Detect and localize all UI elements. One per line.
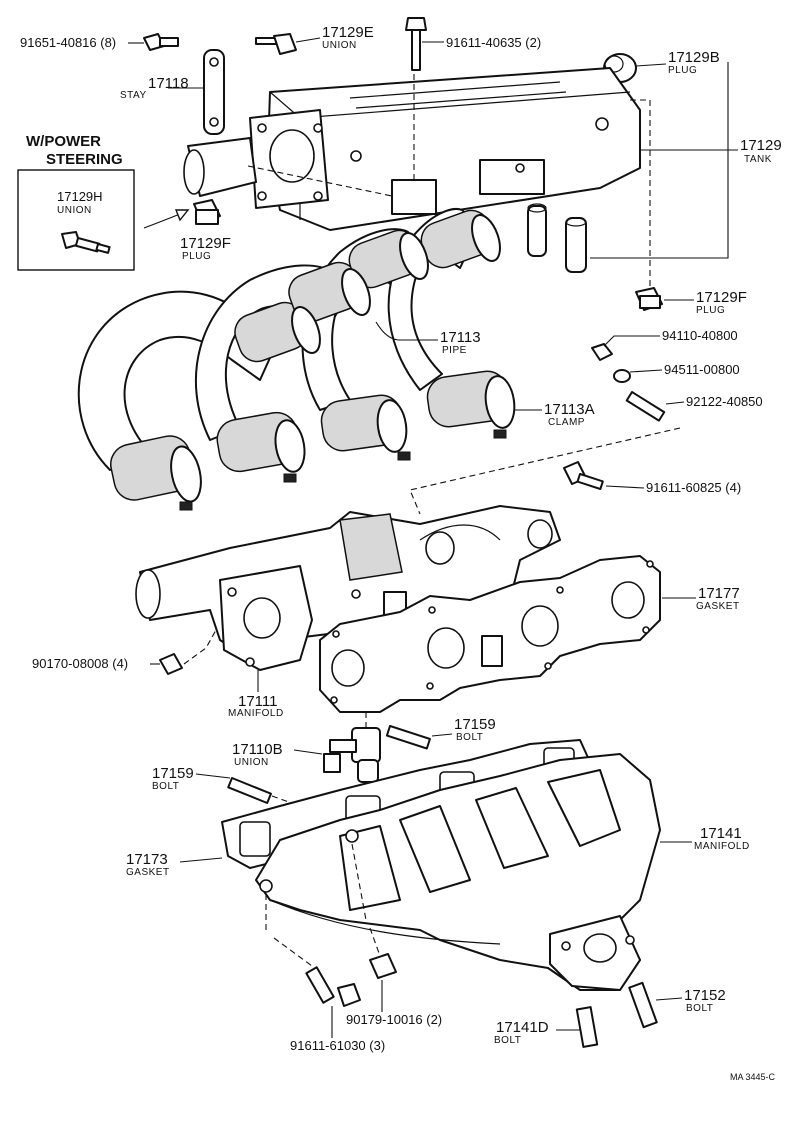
stud-17152-icon: [628, 981, 658, 1029]
bolt-91651-icon: [143, 33, 179, 51]
part-17129H-name: UNION: [57, 205, 92, 216]
part-92122-number: 92122-40850: [686, 394, 763, 409]
part-17110B-name: UNION: [234, 757, 269, 768]
union-17129H-icon: [61, 231, 111, 254]
part-17141-number: 17141: [700, 825, 742, 842]
union-17110B-icon: [323, 727, 381, 783]
part-17141D-number: 17141D: [496, 1019, 549, 1036]
washer-94511-icon: [613, 369, 631, 383]
manifold-17141-icon: [255, 753, 661, 991]
part-17113A-number: 17113A: [544, 401, 595, 418]
part-17118-name: STAY: [120, 90, 147, 101]
stud-17141D-icon: [575, 1006, 599, 1048]
part-94511-number: 94511-00800: [664, 362, 740, 377]
part-17129F-left-name: PLUG: [182, 251, 211, 262]
part-17111-name: MANIFOLD: [228, 708, 284, 719]
nut-94110-icon: [591, 343, 613, 361]
inset-arrowhead: [174, 209, 190, 222]
part-17113-name: PIPE: [442, 345, 467, 356]
part-91611-40635-number: 91611-40635 (2): [446, 35, 541, 50]
part-17152-number: 17152: [684, 987, 726, 1004]
bolt-91611-40635-icon: [405, 17, 427, 71]
part-17118-number: 17118: [148, 75, 189, 92]
part-17173-name: GASKET: [126, 867, 170, 878]
bolt-91611-61030-icon: [305, 966, 361, 1007]
part-17129E-name: UNION: [322, 40, 357, 51]
part-17129H-number: 17129H: [57, 189, 103, 204]
part-17111-number: 17111: [238, 693, 278, 710]
inset-title-line1: W/POWER: [26, 133, 101, 150]
plug-17129F-left-icon: [193, 199, 221, 225]
part-90170-number: 90170-08008 (4): [32, 656, 128, 671]
part-17159-upper-name: BOLT: [456, 732, 483, 743]
gasket-17177-icon: [319, 555, 661, 713]
tank-nipple-left-icon: [527, 203, 547, 257]
tank-17129-icon: [183, 67, 641, 231]
power-steering-inset: W/POWER STEERING 17129H UNION: [17, 133, 190, 271]
part-17159-lower-number: 17159: [152, 765, 194, 782]
part-17159-lower-name: BOLT: [152, 781, 179, 792]
bolt-91611-60825-icon: [563, 461, 604, 491]
part-17129F-right-number: 17129F: [696, 289, 747, 306]
part-94110-number: 94110-40800: [662, 328, 738, 343]
bolt-17159-upper-icon: [385, 724, 431, 750]
part-17152-name: BOLT: [686, 1003, 713, 1014]
part-17129B-name: PLUG: [668, 65, 697, 76]
nut-90179-icon: [369, 953, 397, 979]
inset-arrow: [143, 213, 181, 229]
reference-code: MA 3445-C: [730, 1072, 776, 1082]
part-17113-number: 17113: [440, 329, 481, 346]
part-17141-name: MANIFOLD: [694, 841, 750, 852]
part-17129B-number: 17129B: [668, 49, 720, 66]
union-17129E-icon: [255, 33, 297, 55]
part-17110B-number: 17110B: [232, 741, 283, 758]
inset-title-line2: STEERING: [46, 151, 123, 168]
part-91611-61030-number: 91611-61030 (3): [290, 1038, 385, 1053]
bolt-17159-lower-icon: [227, 777, 272, 805]
stud-92122-icon: [625, 391, 666, 422]
inset-frame: [17, 169, 135, 271]
part-91611-60825-number: 91611-60825 (4): [646, 480, 741, 495]
tank-nipple-right-icon: [565, 217, 587, 273]
part-17113A-name: CLAMP: [548, 417, 585, 428]
part-17129-name: TANK: [744, 154, 772, 165]
part-17129-number: 17129: [740, 137, 782, 154]
part-17129F-left-number: 17129F: [180, 235, 231, 252]
part-17173-number: 17173: [126, 851, 168, 868]
part-90179-number: 90179-10016 (2): [346, 1012, 442, 1027]
part-17177-number: 17177: [698, 585, 740, 602]
stay-17118-icon: [203, 49, 225, 135]
part-91651-number: 91651-40816 (8): [20, 35, 116, 50]
plug-17129F-right-icon: [635, 287, 663, 311]
part-17129E-number: 17129E: [322, 24, 374, 41]
part-17177-name: GASKET: [696, 601, 740, 612]
nut-90170-icon: [159, 653, 183, 675]
clamps-17113A-icon: [170, 214, 516, 511]
part-17159-upper-number: 17159: [454, 716, 496, 733]
part-17129F-right-name: PLUG: [696, 305, 725, 316]
part-17141D-name: BOLT: [494, 1035, 521, 1046]
